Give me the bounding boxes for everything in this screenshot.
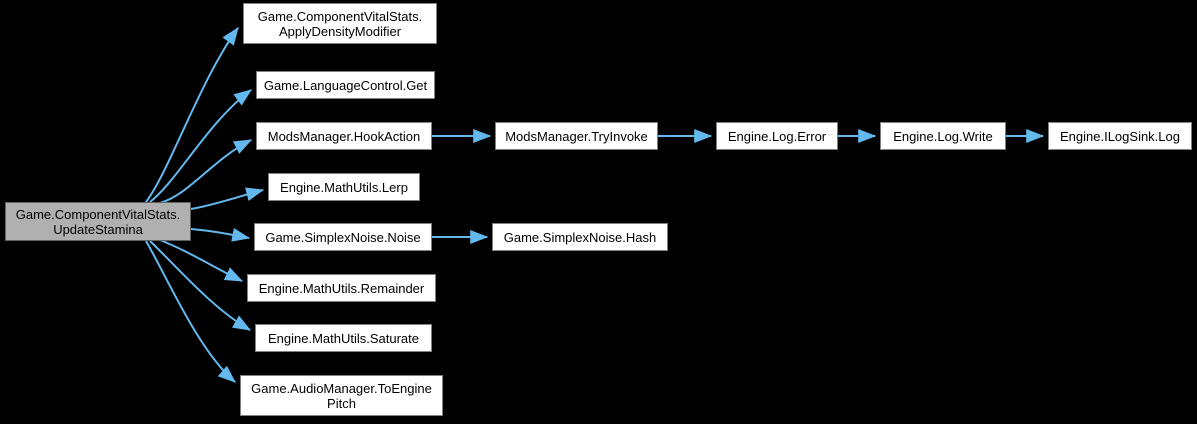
node-logwrite[interactable]: Engine.Log.Write — [880, 122, 1006, 150]
edge-root-to-topitch — [145, 240, 236, 383]
node-applydens[interactable]: Game.ComponentVitalStats. ApplyDensityMo… — [243, 3, 437, 44]
node-topitch[interactable]: Game.AudioManager.ToEngine Pitch — [240, 375, 443, 416]
node-label-topitch: Game.AudioManager.ToEngine Pitch — [251, 380, 432, 411]
node-noise[interactable]: Game.SimplexNoise.Noise — [254, 223, 432, 251]
edge-root-to-lerp — [190, 187, 265, 210]
node-label-applydens: Game.ComponentVitalStats. ApplyDensityMo… — [257, 8, 423, 39]
node-label-logwrite: Engine.Log.Write — [893, 128, 993, 144]
node-label-hookaction: ModsManager.HookAction — [267, 128, 421, 144]
node-label-remainder: Engine.MathUtils.Remainder — [258, 280, 425, 296]
node-label-logerror: Engine.Log.Error — [727, 128, 827, 144]
edge-root-to-noise — [190, 227, 251, 242]
edge-root-to-applydens — [145, 27, 239, 203]
node-logerror[interactable]: Engine.Log.Error — [716, 122, 838, 150]
node-label-noise: Game.SimplexNoise.Noise — [265, 229, 421, 245]
node-ilogsink[interactable]: Engine.ILogSink.Log — [1048, 122, 1192, 150]
node-label-ilogsink: Engine.ILogSink.Log — [1060, 128, 1180, 144]
node-label-hash: Game.SimplexNoise.Hash — [503, 229, 657, 245]
edge-root-to-hookaction — [159, 139, 253, 204]
node-root[interactable]: Game.ComponentVitalStats. UpdateStamina — [5, 202, 191, 241]
edge-root-to-saturate — [149, 240, 252, 331]
node-label-lerp: Engine.MathUtils.Lerp — [280, 179, 408, 195]
edge-root-to-remainder — [159, 239, 244, 282]
node-label-langget: Game.LanguageControl.Get — [263, 77, 428, 93]
node-remainder[interactable]: Engine.MathUtils.Remainder — [247, 274, 436, 302]
node-lerp[interactable]: Engine.MathUtils.Lerp — [268, 173, 420, 201]
node-label-saturate: Engine.MathUtils.Saturate — [267, 330, 420, 346]
node-label-tryinvoke: ModsManager.TryInvoke — [505, 128, 648, 144]
node-langget[interactable]: Game.LanguageControl.Get — [256, 71, 435, 99]
node-saturate[interactable]: Engine.MathUtils.Saturate — [255, 324, 432, 352]
node-hash[interactable]: Game.SimplexNoise.Hash — [492, 223, 668, 251]
edge-root-to-langget — [149, 89, 252, 203]
node-tryinvoke[interactable]: ModsManager.TryInvoke — [495, 122, 658, 150]
node-hookaction[interactable]: ModsManager.HookAction — [256, 122, 432, 150]
node-label-root: Game.ComponentVitalStats. UpdateStamina — [15, 206, 181, 237]
